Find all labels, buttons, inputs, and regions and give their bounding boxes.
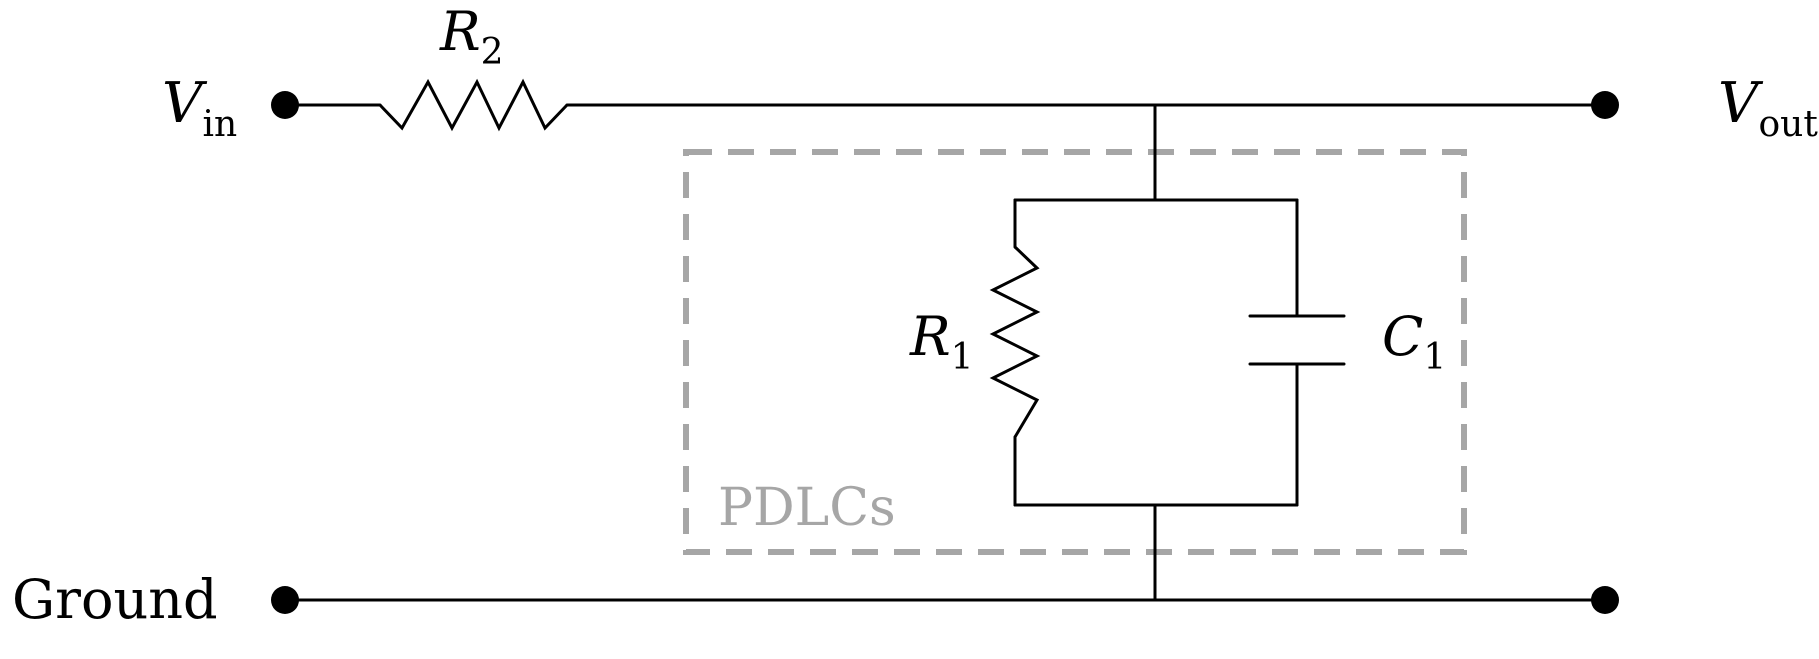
label-vin: Vin (162, 71, 237, 145)
label-r2: R2 (439, 0, 504, 73)
resistor-r2 (378, 78, 569, 132)
label-c1: C1 (1382, 305, 1446, 378)
terminal-vin (271, 91, 299, 119)
resistor-r1 (989, 245, 1041, 438)
label-vout: Vout (1718, 71, 1818, 145)
label-r1: R1 (909, 305, 974, 378)
pdlc-group-box (683, 149, 1467, 555)
terminal-ground-right (1591, 586, 1619, 614)
pdlc-group-label: PDLCs (718, 478, 896, 538)
label-ground: Ground (12, 568, 218, 631)
terminal-vout (1591, 91, 1619, 119)
terminal-ground-left (271, 586, 299, 614)
